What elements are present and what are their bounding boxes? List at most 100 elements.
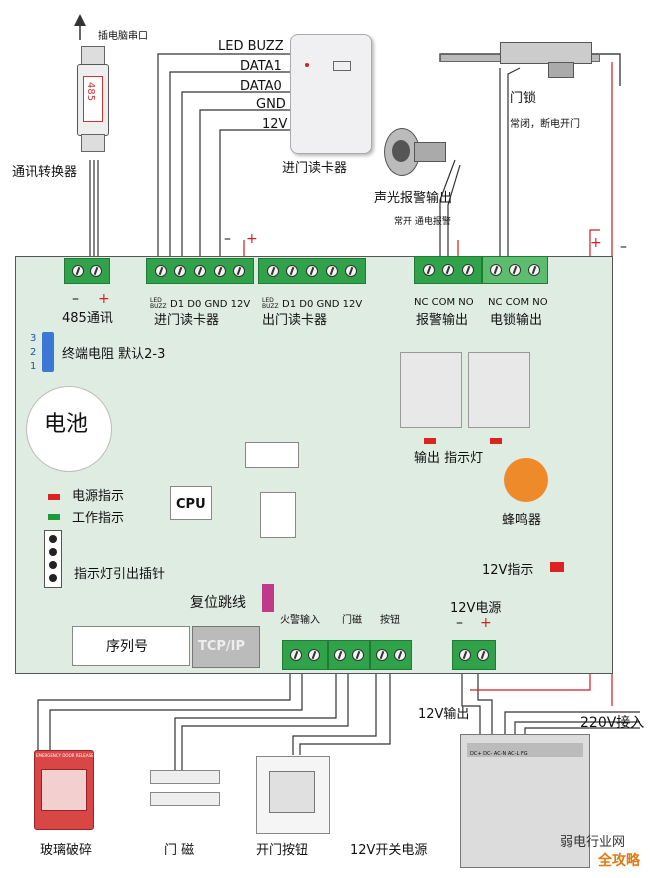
serial-box [72, 626, 190, 666]
lock-minus-label: – [620, 239, 627, 255]
screw-icon[interactable] [308, 649, 321, 661]
exit-button-icon [256, 756, 330, 834]
lock-relay [468, 352, 530, 428]
work-led [48, 514, 60, 520]
power-led [48, 494, 60, 500]
terminal-lock[interactable] [482, 256, 548, 284]
lock-output-label: 电锁输出 [490, 313, 543, 328]
screw-icon[interactable] [490, 264, 502, 276]
lock-label: 门锁 [510, 91, 537, 106]
terminal-entry-reader[interactable] [146, 258, 254, 284]
glass-label: 玻璃破碎 [40, 843, 93, 858]
terminal-door-sensor[interactable] [328, 640, 370, 670]
buzzer-icon [504, 458, 548, 502]
jumper-num-3: 3 [30, 333, 37, 344]
wire-label-data1: DATA1 [240, 59, 282, 74]
screw-icon[interactable] [351, 649, 364, 661]
exit-pins-label: D1 D0 GND 12V [282, 299, 363, 310]
alarm-relay [400, 352, 462, 428]
cpu-label: CPU [176, 497, 206, 512]
screw-icon[interactable] [71, 265, 84, 277]
terminal-power12[interactable] [452, 640, 496, 670]
exit-terminal-label: 出门读卡器 [262, 313, 328, 328]
exit-button-label: 开门按钮 [256, 843, 309, 858]
alarm-horn-icon [384, 124, 454, 184]
converter-label: 通讯转换器 [12, 165, 78, 180]
card-reader-icon [290, 34, 372, 154]
converter-chip-label: 485 [85, 82, 96, 102]
screw-icon[interactable] [266, 265, 279, 277]
pc-serial-label: 插电脑串口 [98, 31, 148, 42]
tcpip-port[interactable] [192, 626, 260, 668]
led-header-label: 指示灯引出插针 [74, 567, 166, 582]
serial-label: 序列号 [106, 639, 148, 655]
glass-break-icon [34, 750, 94, 830]
screw-icon[interactable] [345, 265, 358, 277]
door-magnet-label: 门 磁 [164, 843, 195, 858]
terminal-fire[interactable] [282, 640, 328, 670]
screw-icon[interactable] [376, 649, 389, 661]
entry-led-label: LED BUZZ [150, 297, 167, 310]
terminal-485[interactable] [64, 258, 110, 284]
screw-icon[interactable] [393, 649, 406, 661]
screw-icon[interactable] [213, 265, 226, 277]
screw-icon[interactable] [528, 264, 540, 276]
ac220-label: 220V接入 [580, 715, 645, 731]
power-led-label: 电源指示 [72, 489, 125, 504]
door-lock-icon [440, 40, 600, 80]
psu-terms-label: DC+ DC- AC-N AC-L FG [470, 751, 528, 757]
screw-icon[interactable] [459, 649, 471, 661]
cpu-chip [170, 486, 212, 520]
jumper-num-2: 2 [30, 347, 37, 358]
power12-label: 12V电源 [450, 601, 502, 616]
alarm-output-label: 报警输出 [416, 313, 469, 328]
screw-icon[interactable] [442, 264, 454, 276]
screw-icon[interactable] [334, 649, 347, 661]
reader-plus-label: + [246, 231, 258, 247]
screw-icon[interactable] [90, 265, 103, 277]
wire-label-data0: DATA0 [240, 79, 282, 94]
wire-label-12v: 12V [262, 117, 288, 132]
screw-icon[interactable] [233, 265, 246, 277]
screw-icon[interactable] [289, 649, 302, 661]
terminal-jumper[interactable] [42, 332, 54, 372]
alarm-pins-label: NC COM NO [414, 297, 474, 308]
t485-plus: + [98, 291, 110, 307]
watermark: 弱电行业网 [560, 835, 626, 850]
screw-icon[interactable] [509, 264, 521, 276]
output-led-1 [424, 438, 436, 444]
terminal-alarm[interactable] [414, 256, 482, 284]
entry-reader-label: 进门读卡器 [282, 161, 348, 176]
led-header-pins[interactable] [44, 530, 62, 588]
lock-plus-label: + [590, 235, 602, 251]
screw-icon[interactable] [477, 649, 489, 661]
screw-icon[interactable] [461, 264, 474, 276]
screw-icon[interactable] [193, 265, 206, 277]
battery-label: 电池 [44, 412, 89, 437]
reset-jumper[interactable] [262, 584, 274, 612]
entry-pins-label: D1 D0 GND 12V [170, 299, 251, 310]
wire-label-gnd: GND [256, 97, 286, 112]
tcpip-label: TCP/IP [198, 639, 246, 654]
screw-icon[interactable] [325, 265, 338, 277]
chip-small [245, 442, 299, 468]
alarm-label: 声光报警输出 [374, 191, 453, 206]
screw-icon[interactable] [422, 264, 435, 276]
terminal-button[interactable] [370, 640, 412, 670]
alarm-note: 常开 通电报警 [394, 217, 451, 227]
button-label: 按钮 [380, 615, 400, 626]
screw-icon[interactable] [174, 265, 187, 277]
screw-icon[interactable] [305, 265, 318, 277]
jumper-num-1: 1 [30, 361, 37, 372]
lock-note: 常闭，断电开门 [510, 119, 580, 130]
terminal-exit-reader[interactable] [258, 258, 366, 284]
screw-icon[interactable] [286, 265, 299, 277]
wire-label-led-buzz: LED BUZZ [218, 39, 284, 54]
work-led-label: 工作指示 [72, 511, 125, 526]
converter-icon: 485 [75, 46, 109, 158]
door-magnet-icon [150, 770, 220, 806]
reset-jumper-label: 复位跳线 [190, 595, 246, 611]
power-plus: + [480, 615, 492, 631]
screw-icon[interactable] [154, 265, 167, 277]
lock-pins-label: NC COM NO [488, 297, 548, 308]
